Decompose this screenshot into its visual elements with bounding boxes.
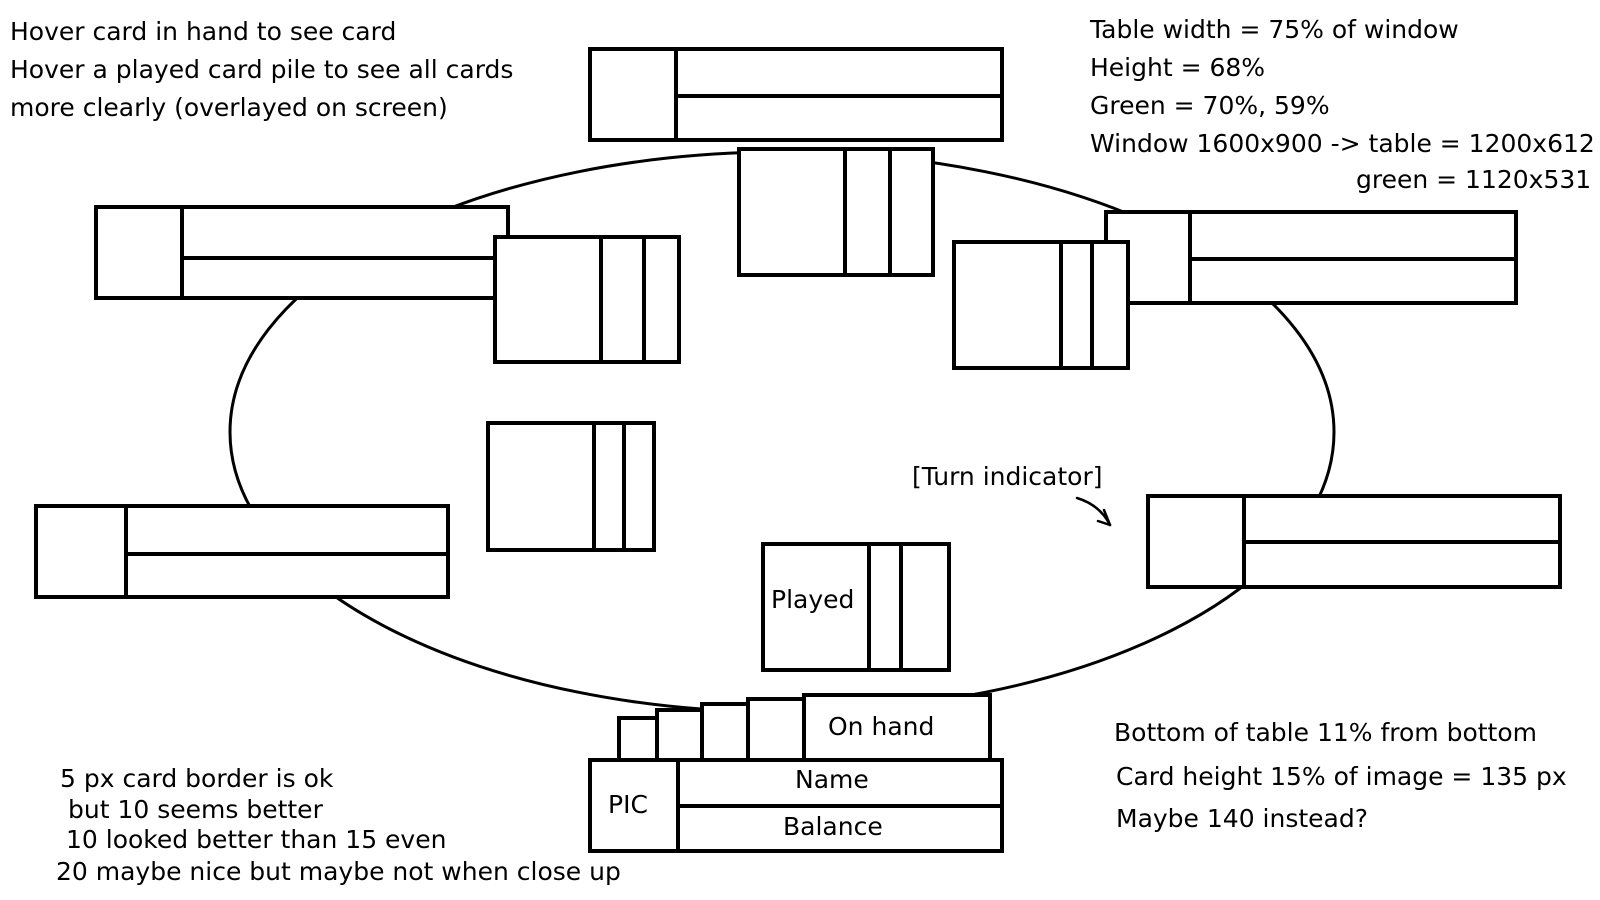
note-line: more clearly (overlayed on screen) (10, 93, 448, 122)
note-line: Window 1600x900 -> table = 1200x612 (1090, 129, 1595, 158)
note-line: Hover a played card pile to see all card… (10, 55, 514, 84)
note-line: 10 looked better than 15 even (66, 825, 447, 854)
balance-label: Balance (783, 812, 883, 841)
hand-cards[interactable] (617, 693, 992, 764)
card-pile-top[interactable] (737, 147, 935, 277)
player-panel-top-left (94, 205, 510, 300)
note-line: green = 1120x531 (1356, 165, 1592, 194)
player-panel-bottom (588, 758, 1004, 853)
player-panel-top-right (1104, 210, 1518, 305)
note-line: Maybe 140 instead? (1116, 804, 1369, 833)
border-notes: 5 px card border is ok but 10 seems bett… (56, 762, 621, 888)
name-label: Name (795, 765, 869, 794)
note-line: Table width = 75% of window (1090, 15, 1459, 44)
note-line: Card height 15% of image = 135 px (1116, 762, 1567, 791)
player-panel-left (34, 504, 450, 599)
turn-indicator-label: [Turn indicator] (912, 462, 1103, 491)
player-panel-right (1146, 494, 1562, 589)
table-dimension-notes: Table width = 75% of window Height = 68%… (1090, 11, 1595, 197)
player-panel-top (588, 47, 1004, 142)
card-pile-played[interactable] (761, 542, 951, 672)
card-pile-top-left[interactable] (493, 235, 681, 364)
card-pile-top-right[interactable] (952, 240, 1130, 370)
note-line: Green = 70%, 59% (1090, 91, 1330, 120)
note-line: but 10 seems better (68, 795, 323, 824)
note-line: 20 maybe nice but maybe not when close u… (56, 857, 621, 886)
note-line: Hover card in hand to see card (10, 17, 397, 46)
pic-label: PIC (608, 790, 648, 819)
note-line: Height = 68% (1090, 53, 1266, 82)
turn-indicator-arrow (1075, 496, 1112, 527)
note-line: 5 px card border is ok (60, 764, 334, 793)
on-hand-label: On hand (828, 712, 935, 741)
played-label: Played (771, 585, 855, 614)
card-pile-left[interactable] (486, 421, 656, 552)
note-line: Bottom of table 11% from bottom (1114, 718, 1538, 747)
bottom-notes: Bottom of table 11% from bottom Card hei… (1114, 710, 1567, 840)
hover-notes: Hover card in hand to see card Hover a p… (10, 13, 513, 127)
